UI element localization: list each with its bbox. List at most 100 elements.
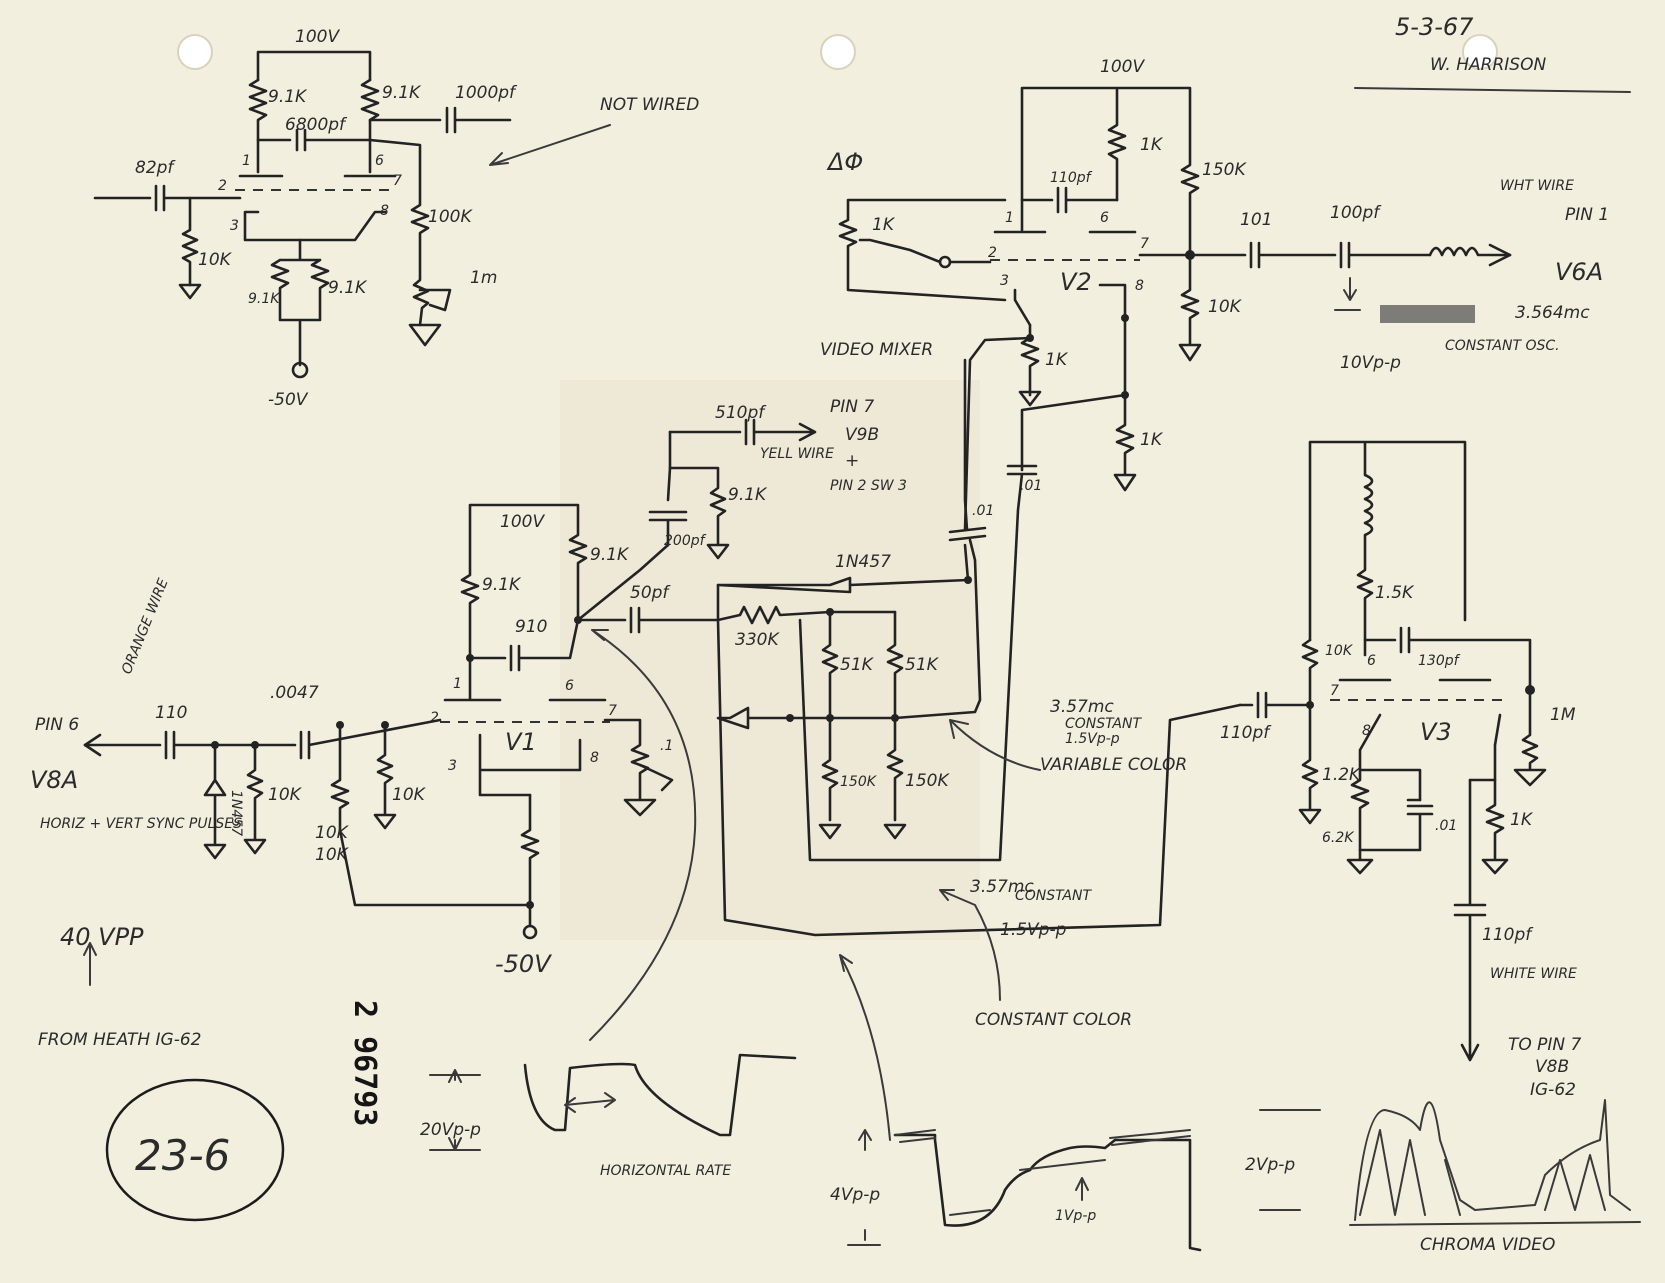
v1-pin1: 1 xyxy=(453,676,462,692)
waveforms: 20Vp-p HORIZONTAL RATE 4Vp-p 1Vp-p 2Vp-p… xyxy=(420,1053,1641,1255)
v3-r-62: 6.2K xyxy=(1322,830,1355,846)
v3-r-15: 1.5K xyxy=(1375,583,1415,603)
diode-network: 1N457 330K 51K 51K 150K 150K xyxy=(716,538,1242,937)
v3-r-1k: 1K xyxy=(1510,810,1534,830)
osc-pin-out: PIN 1 xyxy=(1565,205,1609,225)
v3-c-out: 110pf xyxy=(1482,925,1534,945)
stamp-circle xyxy=(105,1078,285,1222)
tl-neg: -50V xyxy=(268,390,309,410)
input-r3: 10K xyxy=(315,823,350,843)
punch-hole xyxy=(1462,34,1498,70)
dn-r-330: 330K xyxy=(735,630,780,650)
mixer-tube: V9B xyxy=(845,425,879,445)
mixer-pin2: PIN 2 SW 3 xyxy=(830,478,907,494)
tl-note: NOT WIRED xyxy=(600,95,699,115)
v1-c-910: 910 xyxy=(515,617,547,637)
header-underline xyxy=(1354,87,1631,93)
author: W. HARRISON xyxy=(1430,55,1546,75)
v3-dest1: TO PIN 7 xyxy=(1508,1035,1582,1055)
dn-r-51a: 51K xyxy=(840,655,875,675)
mixer-c-101b: .01 xyxy=(1020,478,1042,494)
note-var-color: VARIABLE COLOR xyxy=(1040,755,1187,775)
osc-c-110: 110pf xyxy=(1050,170,1093,186)
v3-pin6: 6 xyxy=(1367,653,1376,669)
input-c-0047: .0047 xyxy=(270,683,319,703)
osc-pin7: 7 xyxy=(1140,236,1149,252)
color-notes: 3.57mc CONSTANT 1.5Vp-p VARIABLE COLOR 3… xyxy=(839,697,1187,1141)
note-var-freq: 3.57mc xyxy=(1050,697,1114,717)
v1-r1: 9.1K xyxy=(482,575,522,595)
oscillator-v2: ΔΦ 100V 1K 150K 110pf 1K 1 6 2 7 3 8 V2 … xyxy=(798,57,1609,862)
v3-wire: WHITE WIRE xyxy=(1490,966,1577,982)
mixer-c-101a: .01 xyxy=(972,503,994,519)
v3-dest3: IG-62 xyxy=(1530,1080,1576,1100)
v3-dest2: V8B xyxy=(1535,1057,1569,1077)
osc-r-150: 150K xyxy=(1202,160,1247,180)
tl-pot: 1m xyxy=(470,268,497,288)
video-mixer: VIDEO MIXER 510pf PIN 7 V9B YELL WIRE + … xyxy=(576,340,1042,622)
input-sync: HORIZ + VERT SYNC PULSES xyxy=(40,816,242,832)
v1-supply: 100V xyxy=(500,512,545,532)
osc-pin3: 3 xyxy=(1000,273,1009,289)
osc-supply: 100V xyxy=(1100,57,1145,77)
v3-r-1m: 1M xyxy=(1550,705,1576,725)
tl-c-couple: 6800pf xyxy=(285,115,348,135)
wf-v-level2: 1Vp-p xyxy=(1055,1208,1096,1224)
mixer-c-200: 200pf xyxy=(664,533,707,549)
tl-pin7: 7 xyxy=(393,173,402,189)
v1-r-k: 10K xyxy=(315,845,350,865)
input-diode: 1N457 xyxy=(228,790,244,836)
v1-pin2: 2 xyxy=(430,710,439,726)
osc-label: CONSTANT OSC. xyxy=(1445,338,1560,354)
v3-c-110: 110pf xyxy=(1220,723,1272,743)
wf-h-level: 20Vp-p xyxy=(420,1120,481,1140)
tl-r-grid: 10K xyxy=(198,250,233,270)
v1-pin7: 7 xyxy=(608,703,617,719)
note-var-level: 1.5Vp-p xyxy=(1065,731,1120,747)
punch-hole xyxy=(177,34,213,70)
dn-r-150a: 150K xyxy=(840,774,878,790)
osc-r-k: 1K xyxy=(1045,350,1069,370)
osc-r-plate: 1K xyxy=(1140,135,1164,155)
v3-c-101: .01 xyxy=(1435,818,1457,834)
osc-dest: V6A xyxy=(1555,258,1603,286)
input-from: FROM HEATH IG-62 xyxy=(38,1030,201,1050)
note-const-const: CONSTANT xyxy=(1015,888,1092,904)
input-c-110: 110 xyxy=(155,703,187,723)
note-const-color: CONSTANT COLOR xyxy=(975,1010,1132,1030)
osc-r-10: 10K xyxy=(1208,297,1243,317)
mixer-r-91: 9.1K xyxy=(728,485,768,505)
tl-pin1: 1 xyxy=(242,153,251,169)
wf-v-level: 4Vp-p xyxy=(830,1185,880,1205)
tl-pin2: 2 xyxy=(218,178,227,194)
input-level: 40 VPP xyxy=(60,923,144,951)
osc-phase: ΔΦ xyxy=(826,148,863,176)
osc-pin6: 6 xyxy=(1100,210,1109,226)
tl-c-in: 82pf xyxy=(135,158,176,178)
stamp-number: 2 96793 xyxy=(347,1000,382,1126)
note-const-freq: 3.57mc xyxy=(970,877,1034,897)
osc-pot: 1K xyxy=(872,215,896,235)
wf-h-rate: HORIZONTAL RATE xyxy=(600,1163,731,1179)
mixer-wire: YELL WIRE xyxy=(760,446,834,462)
v3-c-130: 130pf xyxy=(1418,653,1461,669)
tl-c-out: 1000pf xyxy=(455,83,518,103)
dn-r-150b: 150K xyxy=(905,771,950,791)
dn-diode: 1N457 xyxy=(835,552,891,572)
top-left-subcircuit: 100V 9.1K 9.1K 6800pf 1000pf 82pf 10K 10… xyxy=(93,27,699,410)
v3-pin7: 7 xyxy=(1330,683,1339,699)
note-var-const: CONSTANT xyxy=(1065,716,1142,732)
input-dest: V8A xyxy=(30,766,78,794)
v1-pin8: 8 xyxy=(590,750,599,766)
v3-stage: 1.5K 10K 130pf 6 7 8 V3 1M 110pf 1.2K 6.… xyxy=(1220,440,1582,1100)
v3-pin8: 8 xyxy=(1362,723,1371,739)
stamp-circled: 23-6 xyxy=(135,1131,230,1180)
osc-level: 10Vp-p xyxy=(1340,353,1401,373)
osc-tube: V2 xyxy=(1060,268,1092,296)
osc-wire: WHT WIRE xyxy=(1500,178,1574,194)
input-pin: PIN 6 xyxy=(35,715,79,735)
v3-r-12: 1.2K xyxy=(1322,765,1362,785)
wf-chroma-level: 2Vp-p xyxy=(1245,1155,1295,1175)
v3-tube: V3 xyxy=(1420,718,1452,746)
